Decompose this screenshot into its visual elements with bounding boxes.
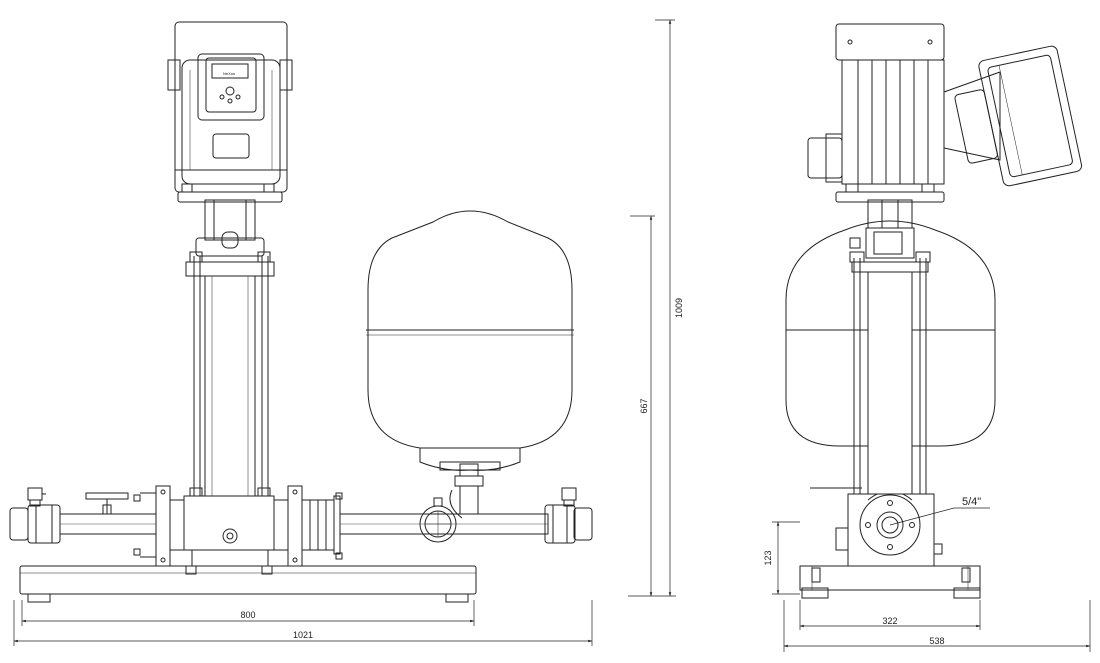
pressure-gauge-left xyxy=(85,492,129,515)
dimension-label-667: 667 xyxy=(639,398,649,413)
inlet-fitting xyxy=(9,487,61,544)
outlet-fitting xyxy=(544,487,593,544)
side-pump-column xyxy=(835,183,945,495)
connection-leader xyxy=(889,507,955,526)
pump-body xyxy=(183,495,275,575)
side-base-frame xyxy=(799,565,981,599)
controller-brand: NeXus xyxy=(223,71,235,76)
pump-motor xyxy=(167,21,293,193)
connection-size-label: 5/4" xyxy=(962,496,981,508)
pump-column xyxy=(185,251,275,497)
dimension-label-123: 123 xyxy=(763,550,773,565)
side-motor xyxy=(807,23,1001,185)
vessel-connection xyxy=(419,463,484,543)
side-view xyxy=(785,23,1083,599)
side-inverter xyxy=(954,45,1083,187)
dimension-label-322: 322 xyxy=(882,616,897,626)
side-pump-body xyxy=(810,487,943,567)
flange-right xyxy=(273,485,343,567)
expansion-vessel xyxy=(366,210,574,471)
dimension-label-800: 800 xyxy=(240,610,255,620)
dimension-label-538: 538 xyxy=(929,636,944,646)
inverter-panel xyxy=(197,53,265,159)
side-dimensions xyxy=(772,521,1091,652)
manifold-pipe xyxy=(59,513,549,535)
dimension-label-1009: 1009 xyxy=(674,298,684,318)
flange-left xyxy=(133,485,185,567)
front-dimensions xyxy=(13,19,676,646)
pump-lantern xyxy=(177,183,283,257)
base-frame xyxy=(19,565,477,603)
dimension-label-1021: 1021 xyxy=(293,630,313,640)
front-view: NeXus xyxy=(9,21,593,603)
